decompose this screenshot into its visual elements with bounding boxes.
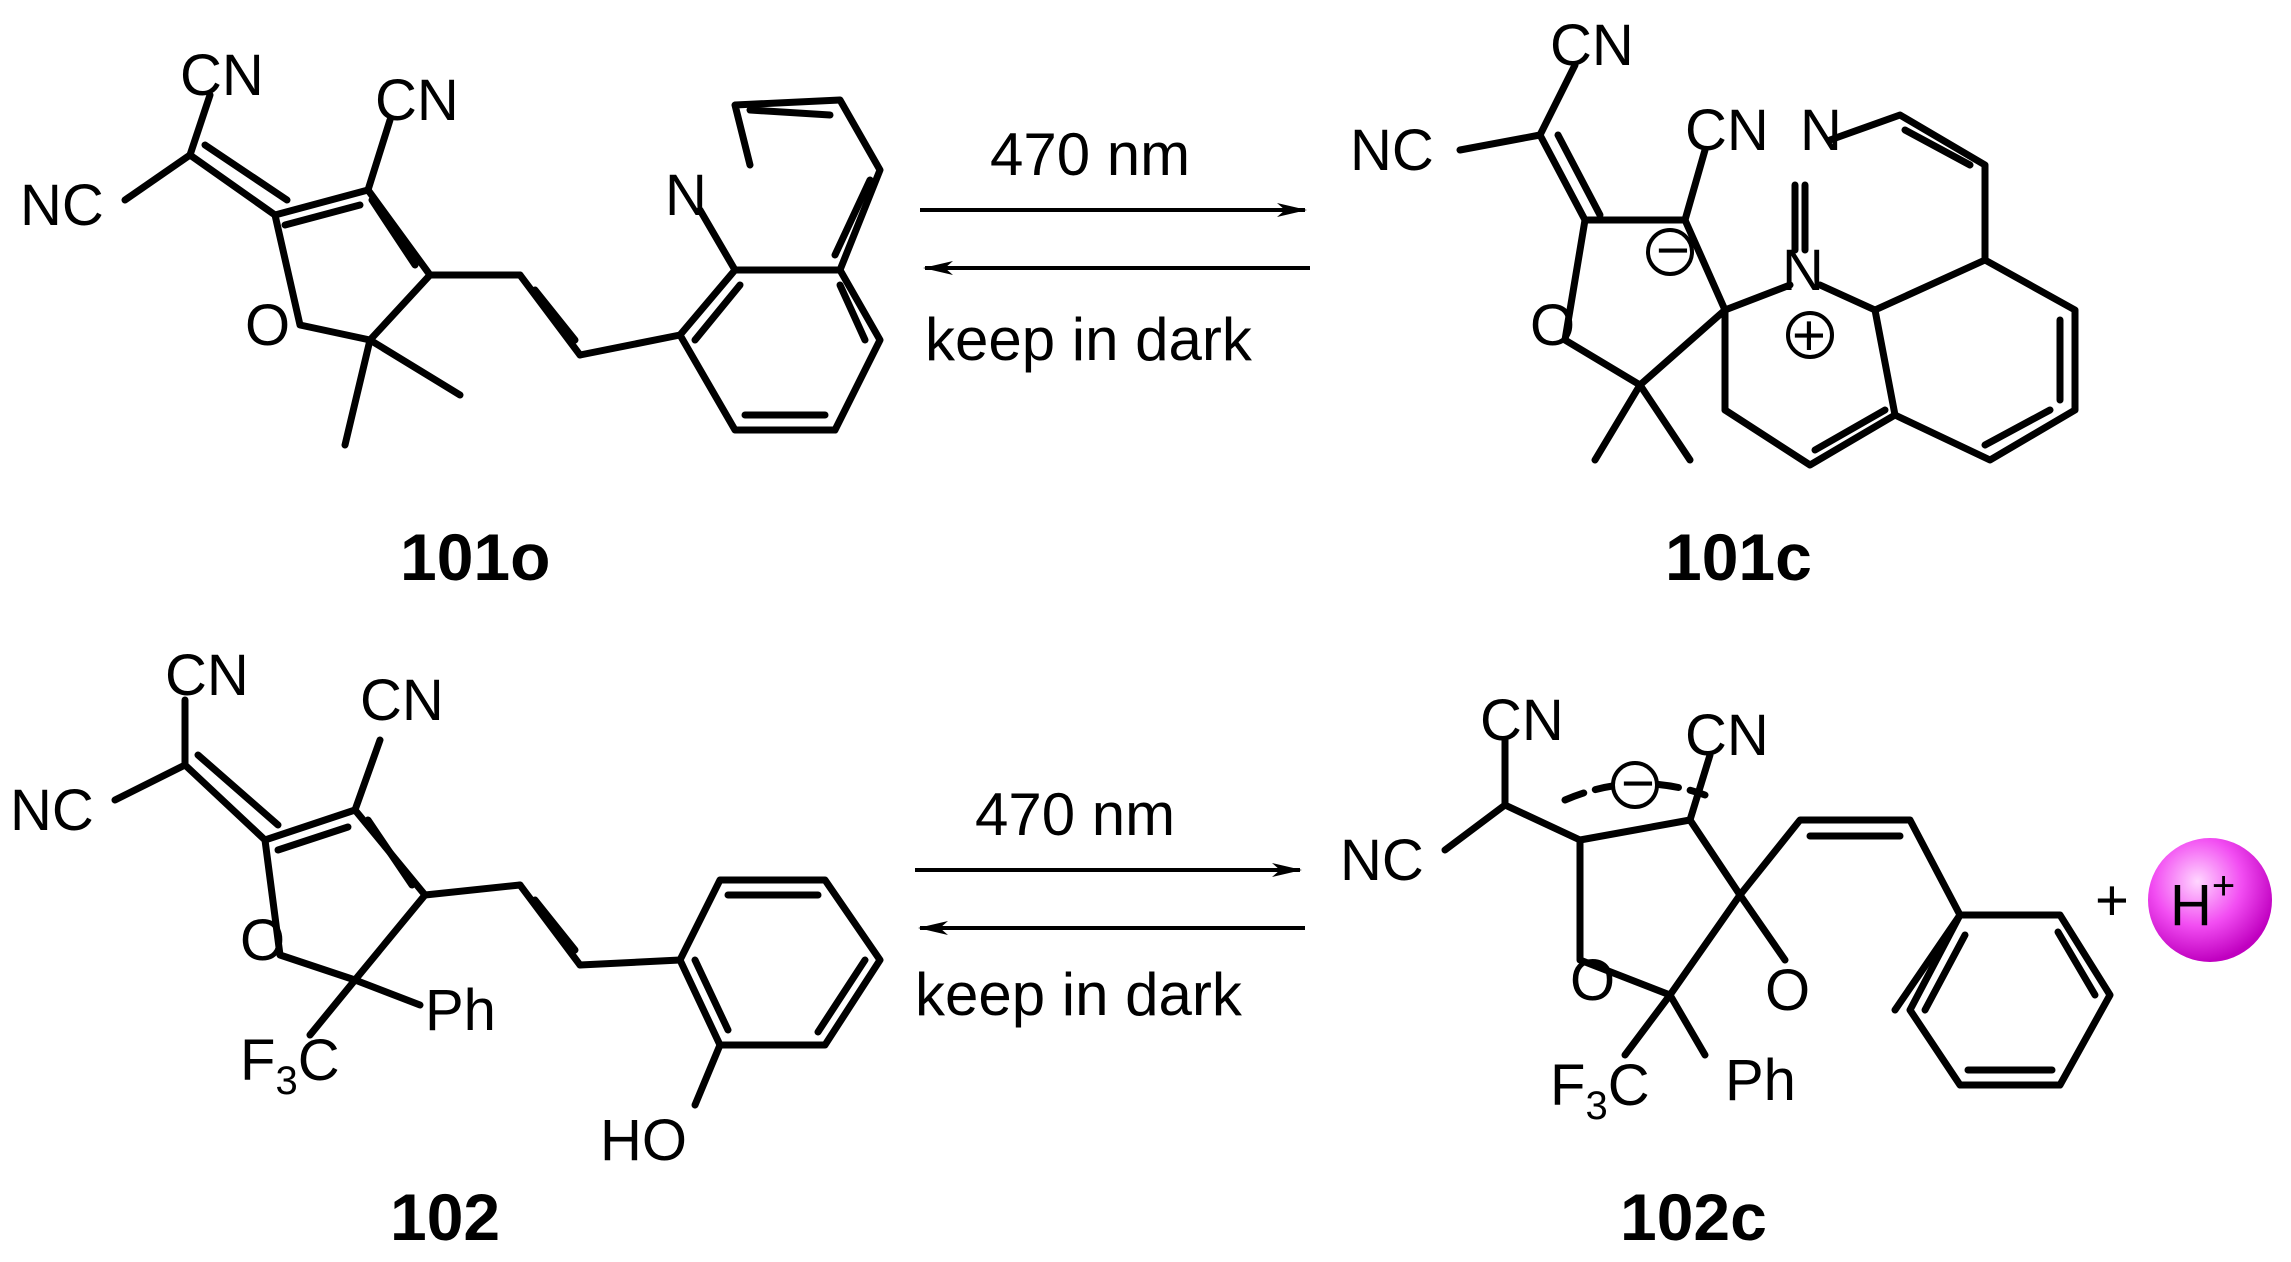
atom-f3c: F3C — [1550, 1053, 1650, 1128]
atom-cn-2: CN — [375, 68, 459, 133]
atom-n-2: N — [1782, 238, 1824, 303]
atom-n-1: N — [1800, 98, 1842, 163]
bonds-102 — [111, 696, 884, 1109]
bonds-102c — [1441, 736, 2114, 1089]
proton-badge: H+ — [2148, 838, 2272, 962]
condition-bottom-forward: 470 nm — [975, 781, 1175, 848]
atom-cn-1: CN — [165, 643, 249, 708]
atom-o: O — [245, 293, 290, 358]
positive-charge-101c: + — [1786, 303, 1834, 368]
compound-label-101o: 101o — [400, 520, 550, 594]
atom-o: O — [240, 908, 285, 973]
atom-nc: NC — [1350, 118, 1434, 183]
atom-nc: NC — [10, 778, 94, 843]
atom-o: O — [1530, 293, 1575, 358]
atom-nc: NC — [20, 173, 104, 238]
condition-top-reverse: keep in dark — [925, 306, 1253, 373]
atom-o-2: O — [1765, 958, 1810, 1023]
atom-cn-2: CN — [360, 668, 444, 733]
equilibrium-arrows-top — [920, 203, 1310, 275]
proton-label: H+ — [2170, 864, 2235, 938]
compound-label-102: 102 — [390, 1180, 500, 1254]
molecule-101c: CN NC CN N N O − + — [1350, 13, 2079, 469]
condition-bottom-reverse: keep in dark — [915, 961, 1243, 1028]
condition-top-forward: 470 nm — [990, 121, 1190, 188]
bonds-101c — [1456, 61, 2079, 469]
equilibrium-arrows-bottom — [915, 863, 1305, 935]
atom-f3c: F3C — [240, 1028, 340, 1103]
atom-ho: HO — [600, 1108, 687, 1173]
atom-cn-1: CN — [1480, 688, 1564, 753]
atom-ph: Ph — [1725, 1048, 1796, 1113]
svg-text:+: + — [1792, 303, 1826, 368]
atom-ph: Ph — [425, 978, 496, 1043]
atom-o-1: O — [1570, 948, 1615, 1013]
compound-label-102c: 102c — [1620, 1180, 1767, 1254]
plus-sign: + — [2095, 868, 2129, 933]
svg-text:−: − — [1656, 218, 1690, 283]
compound-label-101c: 101c — [1665, 520, 1812, 594]
atom-cn-2: CN — [1685, 98, 1769, 163]
svg-text:−: − — [1621, 751, 1655, 816]
atom-cn-1: CN — [180, 43, 264, 108]
molecule-101o: CN CN NC O N — [20, 43, 884, 449]
negative-charge-102c: − — [1611, 751, 1659, 816]
negative-charge-101c: − — [1646, 218, 1694, 283]
atom-cn-1: CN — [1550, 13, 1634, 78]
bonds-101o — [121, 91, 884, 449]
molecule-102: CN CN NC O Ph F3C HO — [10, 643, 884, 1173]
atom-nc: NC — [1340, 828, 1424, 893]
atom-cn-2: CN — [1685, 703, 1769, 768]
atom-n: N — [665, 163, 707, 228]
molecule-102c: CN CN NC O O F3C Ph − — [1340, 688, 2114, 1128]
